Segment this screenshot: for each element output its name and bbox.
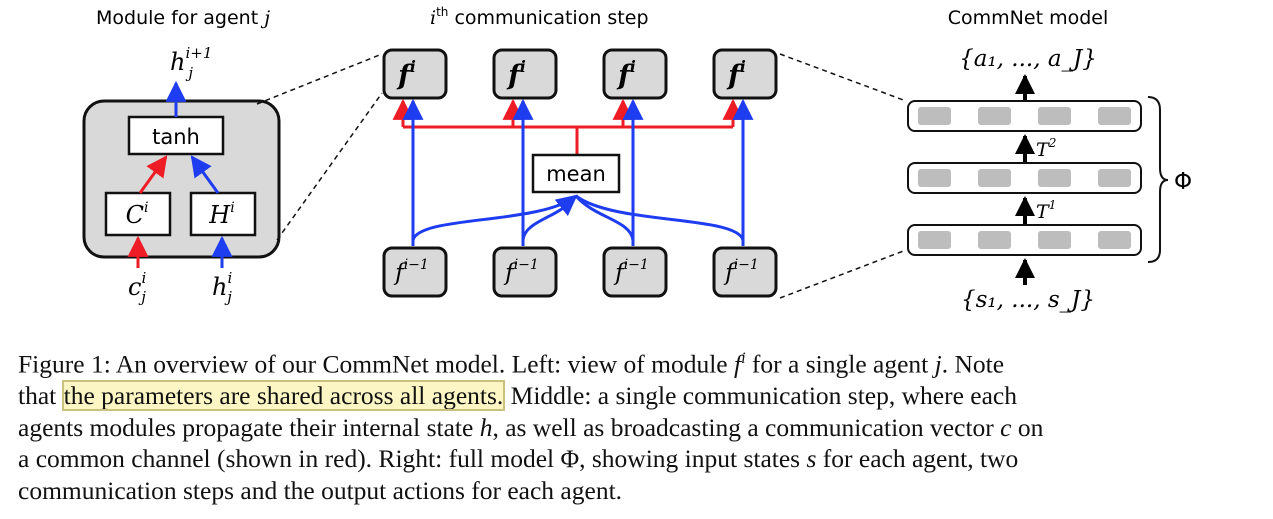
H-label: Hi — [208, 200, 234, 229]
top-f-boxes — [382, 48, 778, 100]
C-to-tanh-arrow — [138, 155, 168, 194]
blue-lines — [402, 98, 754, 246]
red-bus — [392, 98, 744, 154]
f-box-3 — [602, 48, 668, 100]
tanh-label: tanh — [152, 125, 200, 149]
C-label: Ci — [126, 200, 149, 229]
f-box-2 — [492, 48, 558, 100]
middle-title: ith communication step — [430, 5, 649, 29]
bottom-f-boxes — [382, 246, 778, 298]
phi-label: Φ — [1174, 169, 1192, 195]
states-label: {s₁, ..., s_J} — [961, 287, 1095, 313]
zoom-lines — [256, 53, 907, 299]
f-label-2: fi — [506, 57, 526, 91]
layer-3 — [907, 100, 1142, 132]
f-box-1 — [382, 48, 448, 100]
H-box — [189, 191, 257, 237]
H-to-tanh-arrow — [190, 155, 220, 194]
f-prev-label-2: fi−1 — [503, 257, 539, 286]
f-prev-label-1: fi−1 — [393, 257, 429, 286]
mean-label: mean — [546, 162, 606, 186]
layer-2 — [907, 162, 1142, 194]
mean-box — [531, 153, 621, 194]
f-label-4: fi — [726, 57, 746, 91]
f-label-1: fi — [396, 57, 416, 91]
layer-1 — [907, 224, 1142, 256]
highlighted-text[interactable]: the parameters are shared across all age… — [61, 380, 506, 411]
f-label-3: fi — [616, 57, 636, 91]
f-box-4 — [712, 48, 778, 100]
right-title: CommNet model — [948, 7, 1108, 29]
C-box — [104, 191, 172, 237]
f-prev-label-4: fi−1 — [723, 257, 759, 286]
T2-label: T2 — [1036, 136, 1056, 161]
tanh-box — [127, 115, 225, 156]
T1-label: T1 — [1036, 198, 1056, 223]
f-prev-label-3: fi−1 — [613, 257, 649, 286]
actions-label: {a₁, ..., a_J} — [959, 46, 1097, 72]
phi-brace — [1147, 96, 1169, 263]
figure-caption: Figure 1: An overview of our CommNet mod… — [18, 349, 1044, 505]
left-title: Module for agent j — [96, 7, 270, 29]
